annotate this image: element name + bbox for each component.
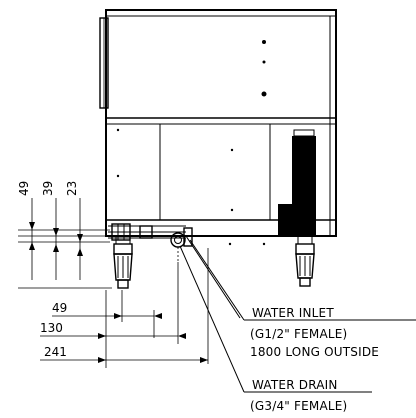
water-inlet-length: 1800 LONG OUTSIDE [250,345,379,359]
filter-cap [113,243,133,255]
inlet-elbow [183,227,193,247]
dim-label-vertical-1: 49 [17,181,31,196]
screw-dot [228,242,232,246]
leveling-foot [295,236,315,287]
fitting [139,225,153,239]
dim-label-horizontal-2: 130 [40,321,63,335]
drain-fitting-inner [174,236,182,244]
screw-dot [230,148,234,152]
screw-dot [116,174,120,178]
horizontal-dimensions: 49 130 241 [40,248,209,368]
dim-label-horizontal-3: 241 [44,345,67,359]
vertical-dimensions: 49 39 23 [17,181,112,289]
dim-label-horizontal-1: 49 [52,301,67,315]
dim-arrow [53,228,59,236]
callout-water-inlet: WATER INLET (G1/2" FEMALE) 1800 LONG OUT… [185,235,416,359]
water-inlet-title: WATER INLET [252,306,334,320]
leader-line-inlet [189,239,245,321]
filter-housing [113,236,133,289]
dim-arrow [98,357,106,363]
foot-body [295,253,315,279]
dim-label-vertical-2: 39 [41,181,55,196]
dim-arrow [53,244,59,252]
screw-dot [262,60,266,64]
water-drain-title: WATER DRAIN [252,378,338,392]
dim-arrow [114,313,122,319]
dim-arrow [178,333,186,339]
screw-dot [261,91,267,97]
machine-body [99,9,337,246]
leader-line-drain [179,245,245,393]
foot-pad [299,277,311,287]
screw-dot [262,242,266,246]
dark-block-upper [292,136,316,206]
water-inlet-spec: (G1/2" FEMALE) [250,327,347,341]
inlet-valve [111,223,131,241]
dim-arrow [29,242,35,250]
dim-label-vertical-3: 23 [65,181,79,196]
screw-dot [116,128,120,132]
plumbing [108,223,193,262]
dark-block-lower [278,204,316,236]
filter-foot [117,279,129,289]
leader-line-inlet-2 [185,235,241,319]
callout-water-drain: WATER DRAIN (G3/4" FEMALE) [179,245,372,413]
dim-arrow [29,222,35,230]
dim-arrow [77,234,83,242]
screw-dot [262,40,266,44]
dim-arrow [98,333,106,339]
dim-arrow [154,313,162,319]
water-drain-spec: (G3/4" FEMALE) [250,399,347,413]
dim-arrow [77,248,83,256]
dark-component [278,129,316,236]
screw-dot [230,208,234,212]
dim-arrow [200,357,208,363]
dark-block-cap [293,129,315,137]
filter-body [113,253,133,281]
foot-cap [295,243,315,255]
